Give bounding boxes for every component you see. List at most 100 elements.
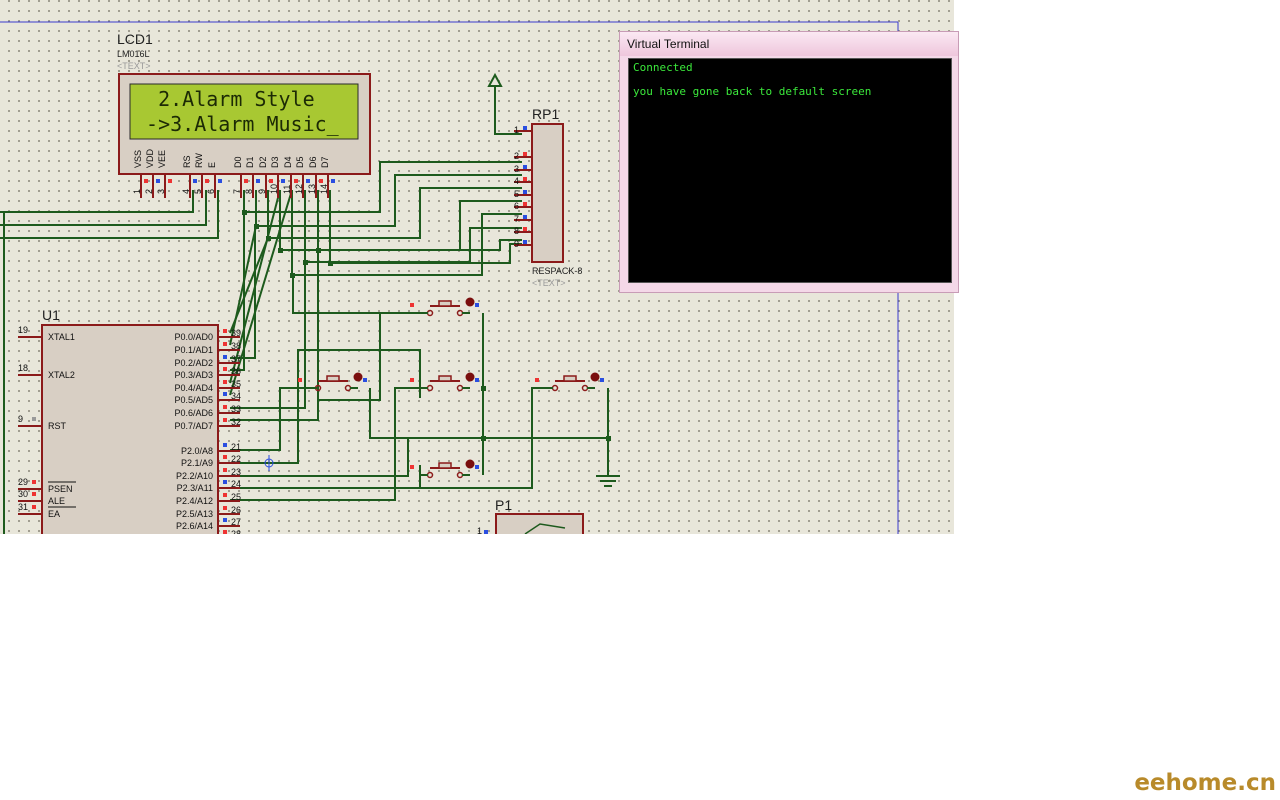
lcd-pin-number: 1 bbox=[132, 189, 142, 194]
mcu-pin-number: 24 bbox=[231, 479, 241, 489]
mcu-pin-number: 21 bbox=[231, 442, 241, 452]
mcu-pin-number: 33 bbox=[231, 404, 241, 414]
mcu-pin-name: P0.7/AD7 bbox=[174, 421, 213, 431]
mcu-pin-name: PSEN bbox=[48, 484, 73, 494]
push-button[interactable] bbox=[410, 297, 479, 317]
lcd-pin-number: 3 bbox=[156, 189, 166, 194]
lcd-pin-name: E bbox=[207, 162, 217, 168]
probe-cursor-icon bbox=[264, 455, 274, 471]
lcd-pin-number: 6 bbox=[206, 189, 216, 194]
mcu-pin-name: XTAL1 bbox=[48, 332, 75, 342]
respack-ref: RP1 bbox=[532, 106, 559, 122]
mcu-pin-number: 37 bbox=[231, 354, 241, 364]
lcd-pins: VSS1VDD2VEE3RS4RW5E6D07D18D29D310D411D51… bbox=[132, 148, 335, 198]
mcu-pin-number: 29 bbox=[18, 477, 28, 487]
mcu-pin-name: P0.0/AD0 bbox=[174, 332, 213, 342]
lcd-pin-name: D2 bbox=[258, 156, 268, 168]
junctions bbox=[242, 210, 611, 441]
push-buttons[interactable] bbox=[298, 297, 604, 479]
virtual-terminal-screen[interactable]: Connected you have gone back to default … bbox=[628, 58, 952, 283]
lcd-pin-number: 5 bbox=[193, 189, 203, 194]
respack-pin-number: 1 bbox=[514, 125, 519, 135]
mcu-pin-number: 28 bbox=[231, 529, 241, 534]
mcu-right-pins: 39P0.0/AD038P0.1/AD137P0.2/AD236P0.3/AD3… bbox=[174, 328, 241, 534]
respack-pin-number: 7 bbox=[514, 214, 519, 224]
lcd-pin-number: 7 bbox=[232, 189, 242, 194]
mcu-pin-name: P2.0/A8 bbox=[181, 446, 213, 456]
ground-symbol bbox=[596, 475, 620, 487]
connector-pin1: 1 bbox=[477, 526, 482, 534]
mcu-ref: U1 bbox=[42, 307, 60, 323]
virtual-terminal-window[interactable]: Virtual Terminal Connected you have gone… bbox=[619, 31, 959, 293]
lcd-pin-name: D4 bbox=[283, 156, 293, 168]
lcd-pin-number: 8 bbox=[244, 189, 254, 194]
mcu-pin-name: P2.1/A9 bbox=[181, 458, 213, 468]
lcd-pin-name: D1 bbox=[245, 156, 255, 168]
lcd-pin-number: 4 bbox=[181, 189, 191, 194]
watermark: eehome.cn bbox=[1134, 770, 1276, 796]
lcd-pin-name: D6 bbox=[308, 156, 318, 168]
power-terminal[interactable] bbox=[487, 72, 503, 87]
mcu-pin-number: 39 bbox=[231, 328, 241, 338]
lcd-pin-name: VEE bbox=[157, 150, 167, 168]
lcd-pin-number: 10 bbox=[269, 184, 279, 194]
mcu-pin-number: 35 bbox=[231, 379, 241, 389]
respack-pin-number: 5 bbox=[514, 189, 519, 199]
push-button[interactable] bbox=[535, 372, 604, 392]
mcu-pin-name: P2.3/A11 bbox=[177, 483, 213, 493]
lcd-component[interactable]: LCD1 LM016L <TEXT> 2.Alarm Style ->3.Ala… bbox=[117, 31, 371, 198]
mcu-pin-number: 18 bbox=[18, 363, 28, 373]
push-button[interactable] bbox=[410, 459, 479, 479]
lcd-line-2: ->3.Alarm Music_ bbox=[134, 112, 340, 136]
virtual-terminal-title-bar[interactable]: Virtual Terminal bbox=[620, 32, 958, 56]
respack-pin-number: 8 bbox=[514, 226, 519, 236]
connector-component[interactable]: P1 1 bbox=[477, 497, 584, 534]
mcu-pin-number: 30 bbox=[18, 489, 28, 499]
terminal-line: Connected bbox=[633, 61, 693, 74]
mcu-pin-number: 31 bbox=[18, 502, 28, 512]
respack-pin-number: 9 bbox=[514, 239, 519, 249]
lcd-part: LM016L bbox=[117, 49, 150, 59]
mcu-pin-name: EA bbox=[48, 509, 60, 519]
mcu-pin-name: P2.4/A12 bbox=[176, 496, 213, 506]
lcd-pin-number: 14 bbox=[319, 184, 329, 194]
push-button[interactable] bbox=[410, 372, 479, 392]
respack-pin-number: 3 bbox=[514, 164, 519, 174]
mcu-pin-number: 38 bbox=[231, 341, 241, 351]
push-button[interactable] bbox=[298, 372, 367, 392]
respack-pin-number: 2 bbox=[514, 151, 519, 161]
lcd-pin-number: 12 bbox=[294, 184, 304, 194]
mcu-pin-number: 32 bbox=[231, 417, 241, 427]
lcd-pin-name: D0 bbox=[233, 156, 243, 168]
lcd-pin-name: D5 bbox=[295, 156, 305, 168]
mcu-pin-name: P0.1/AD1 bbox=[174, 345, 213, 355]
lcd-pin-name: D7 bbox=[320, 156, 330, 168]
mcu-pin-number: 9 bbox=[18, 414, 23, 424]
respack-part: RESPACK-8 bbox=[532, 266, 582, 276]
lcd-pin-number: 9 bbox=[257, 189, 267, 194]
respack-text-placeholder: <TEXT> bbox=[532, 278, 566, 288]
wires bbox=[0, 86, 609, 534]
mcu-pin-number: 19 bbox=[18, 325, 28, 335]
mcu-pin-name: P0.5/AD5 bbox=[174, 395, 213, 405]
lcd-ref: LCD1 bbox=[117, 31, 153, 47]
mcu-pin-name: ALE bbox=[48, 496, 65, 506]
mcu-pin-name: P2.5/A13 bbox=[176, 509, 213, 519]
virtual-terminal-title: Virtual Terminal bbox=[627, 37, 710, 51]
mcu-pin-name: P2.2/A10 bbox=[176, 471, 213, 481]
mcu-pin-number: 27 bbox=[231, 517, 241, 527]
lcd-pin-name: D3 bbox=[270, 156, 280, 168]
lcd-pin-number: 13 bbox=[307, 184, 317, 194]
lcd-line-1: 2.Alarm Style bbox=[134, 87, 315, 111]
mcu-pin-name: P0.3/AD3 bbox=[174, 370, 213, 380]
mcu-pin-number: 34 bbox=[231, 391, 241, 401]
respack-pin-number: 6 bbox=[514, 201, 519, 211]
mcu-pin-number: 22 bbox=[231, 454, 241, 464]
mcu-pin-number: 36 bbox=[231, 366, 241, 376]
mcu-pin-name: P0.4/AD4 bbox=[174, 383, 213, 393]
lcd-pin-number: 2 bbox=[144, 189, 154, 194]
